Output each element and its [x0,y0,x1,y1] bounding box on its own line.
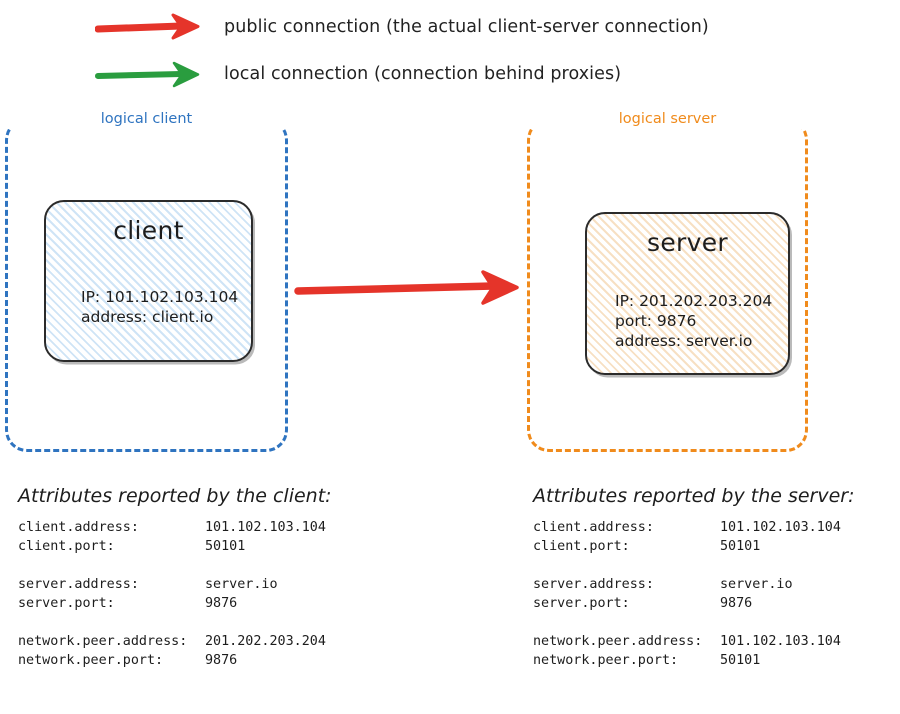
table-row: network.peer.port: 50101 [533,651,841,670]
attr-key: network.peer.port: [533,653,679,668]
server-prop-port: port: 9876 [615,312,697,330]
table-row: network.peer.address: 101.102.103.104 [533,632,841,651]
attr-key: client.address: [533,520,654,535]
table-row: server.address: server.io [533,575,841,594]
server-attributes-rows: client.address: 101.102.103.104 client.p… [533,518,841,670]
client-attributes-heading: Attributes reported by the client: [18,485,332,507]
legend-label-local: local connection (connection behind prox… [224,64,622,84]
attr-key [533,613,720,632]
attr-key: network.peer.address: [18,634,188,649]
server-attributes-heading: Attributes reported by the server: [533,485,855,507]
table-row: server.address: server.io [18,575,326,594]
client-attributes-rows: client.address: 101.102.103.104 client.p… [18,518,326,670]
logical-server-container: logical server [527,109,808,452]
attr-value: 201.202.203.204 [205,634,326,649]
legend-item-local: local connection (connection behind prox… [95,59,621,89]
server-node-properties: IP: 201.202.203.204 port: 9876 address: … [615,291,772,351]
server-node-title: server [647,228,728,257]
attr-key: server.address: [533,577,654,592]
attr-key: server.port: [18,596,115,611]
attr-key: network.peer.port: [18,653,164,668]
client-attributes-table: client.address: 101.102.103.104 client.p… [18,518,326,670]
attr-key: client.port: [18,539,115,554]
attr-value: 101.102.103.104 [720,634,841,649]
table-row: client.address: 101.102.103.104 [533,518,841,537]
server-prop-address: address: server.io [615,332,753,350]
table-row-spacer [18,556,326,575]
client-attributes-block: Attributes reported by the client: clien… [18,485,332,670]
table-row: client.port: 50101 [18,537,326,556]
server-node: server IP: 201.202.203.204 port: 9876 ad… [585,212,790,375]
client-node: client IP: 101.102.103.104 address: clie… [44,200,253,362]
attr-value: 9876 [205,653,238,668]
server-attributes-table: client.address: 101.102.103.104 client.p… [533,518,841,670]
table-row: server.port: 9876 [533,594,841,613]
attr-key [18,613,205,632]
table-row: network.peer.address: 201.202.203.204 [18,632,326,651]
logical-client-label: logical client [8,109,285,129]
attr-value: 9876 [205,596,238,611]
attr-value: 9876 [720,596,753,611]
attr-value: 50101 [205,539,246,554]
attr-value: server.io [720,577,793,592]
logical-client-container: logical client [5,109,288,452]
attr-key: server.address: [18,577,139,592]
public-connection-arrow-icon [294,270,519,305]
red-arrow-icon [95,13,200,40]
table-row-spacer [533,556,841,575]
legend-item-public: public connection (the actual client-ser… [95,12,709,42]
attr-value: 50101 [720,539,761,554]
table-row-spacer [533,613,841,632]
server-attributes-block: Attributes reported by the server: clien… [533,485,855,670]
client-node-properties: IP: 101.102.103.104 address: client.io [81,287,238,327]
server-prop-ip: IP: 201.202.203.204 [615,292,773,310]
attr-key: client.address: [18,520,139,535]
attr-value: server.io [205,577,278,592]
logical-server-label: logical server [530,109,805,129]
table-row: client.port: 50101 [533,537,841,556]
table-row: server.port: 9876 [18,594,326,613]
attr-value: 50101 [720,653,761,668]
legend-label-public: public connection (the actual client-ser… [224,17,709,37]
attr-key: network.peer.address: [533,634,703,649]
client-prop-ip: IP: 101.102.103.104 [81,288,239,306]
table-row: client.address: 101.102.103.104 [18,518,326,537]
attr-value: 101.102.103.104 [720,520,841,535]
attr-key: client.port: [533,539,630,554]
client-node-title: client [113,216,184,245]
green-arrow-icon [95,61,200,88]
table-row-spacer [18,613,326,632]
attr-value [205,613,326,632]
table-row: network.peer.port: 9876 [18,651,326,670]
client-prop-address: address: client.io [81,308,214,326]
attr-value [720,556,841,575]
attr-key [533,556,720,575]
attr-value: 101.102.103.104 [205,520,326,535]
attr-value [205,556,326,575]
attr-value [720,613,841,632]
attr-key: server.port: [533,596,630,611]
attr-key [18,556,205,575]
